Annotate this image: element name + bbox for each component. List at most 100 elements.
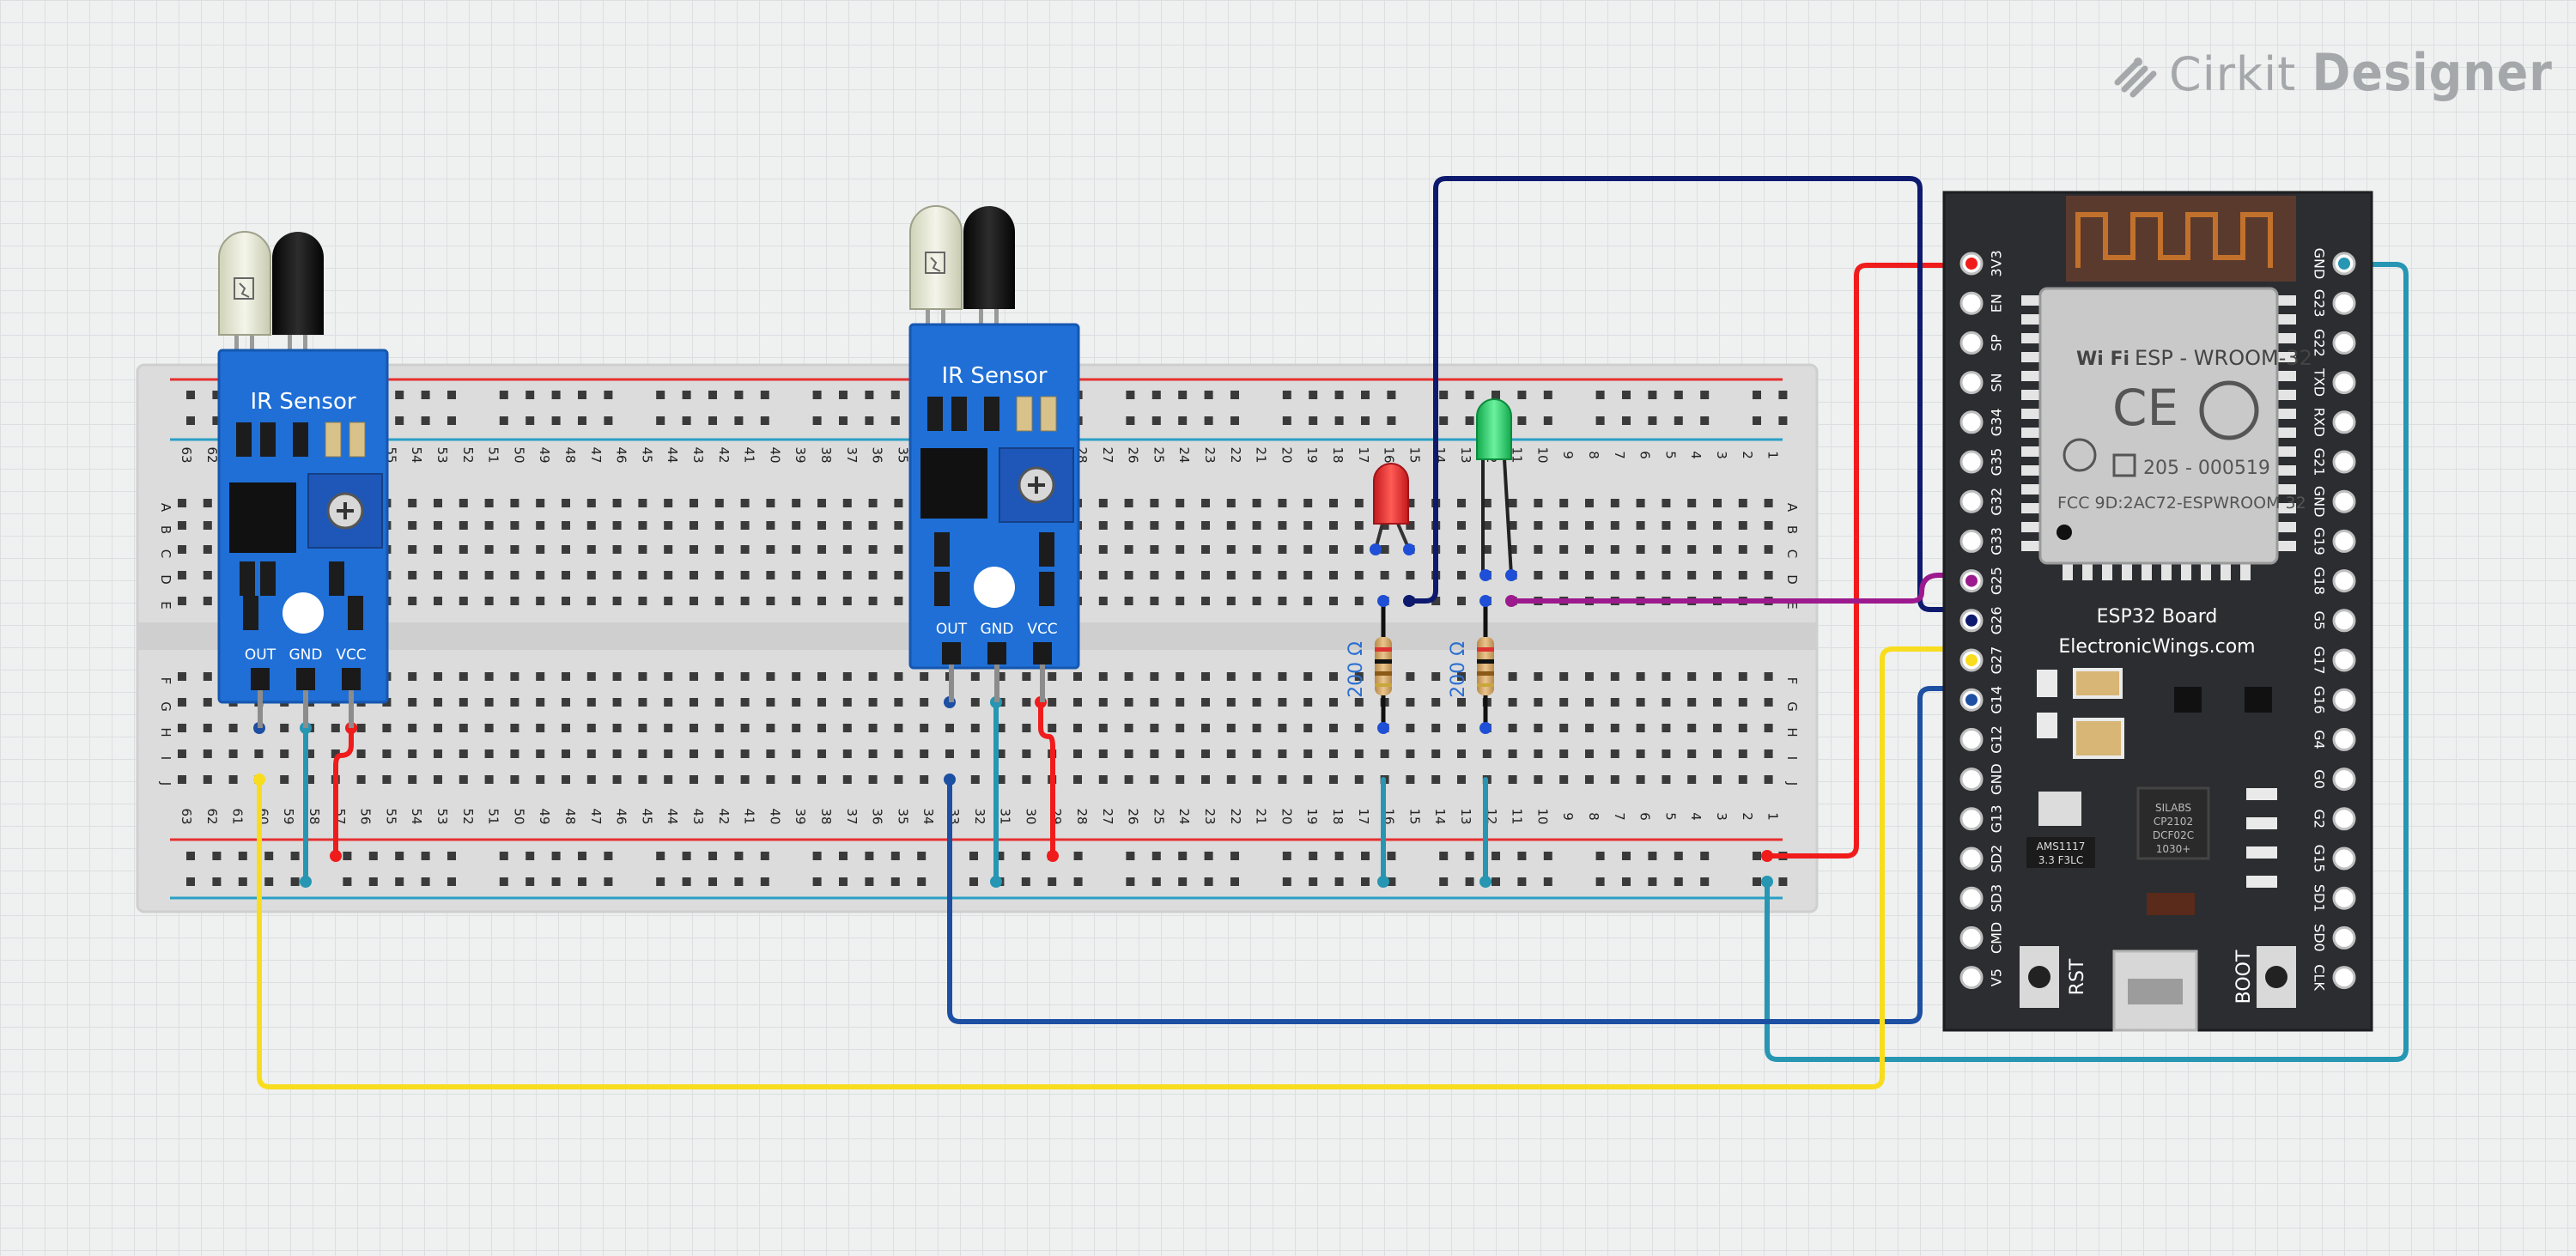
rail-hole[interactable] [1465, 852, 1474, 860]
rail-hole[interactable] [421, 416, 430, 425]
rail-hole[interactable] [734, 416, 744, 425]
breadboard-hole[interactable] [1201, 775, 1210, 784]
breadboard-hole[interactable] [792, 597, 801, 605]
breadboard-hole[interactable] [1482, 521, 1492, 530]
breadboard-hole[interactable] [690, 724, 698, 732]
breadboard-hole[interactable] [536, 724, 545, 732]
rail-hole[interactable] [551, 391, 561, 399]
breadboard-hole[interactable] [1764, 775, 1773, 784]
breadboard-hole[interactable] [868, 749, 878, 758]
breadboard-hole[interactable] [459, 545, 468, 554]
breadboard-hole[interactable] [1354, 521, 1364, 530]
esp32-pin-g19[interactable] [2332, 529, 2356, 553]
breadboard-hole[interactable] [868, 724, 878, 732]
breadboard-hole[interactable] [1764, 724, 1773, 732]
breadboard-hole[interactable] [1431, 775, 1441, 784]
breadboard-hole[interactable] [842, 749, 852, 758]
breadboard-hole[interactable] [1738, 499, 1747, 507]
rail-hole[interactable] [1361, 391, 1370, 399]
rail-hole[interactable] [682, 416, 691, 425]
rail-hole[interactable] [708, 877, 717, 886]
rail-hole[interactable] [1048, 877, 1057, 886]
breadboard-hole[interactable] [1534, 698, 1543, 707]
breadboard-hole[interactable] [690, 749, 698, 758]
breadboard-hole[interactable] [203, 672, 212, 681]
breadboard-hole[interactable] [612, 597, 622, 605]
breadboard-hole[interactable] [459, 775, 468, 784]
rail-hole[interactable] [1674, 852, 1683, 860]
esp32-pin-g17[interactable] [2332, 648, 2356, 672]
breadboard-hole[interactable] [203, 749, 212, 758]
rail-hole[interactable] [812, 877, 822, 886]
breadboard-hole[interactable] [1098, 775, 1108, 784]
breadboard-hole[interactable] [434, 521, 442, 530]
breadboard-hole[interactable] [1354, 749, 1364, 758]
rail-hole[interactable] [1492, 852, 1500, 860]
rail-hole[interactable] [1778, 391, 1788, 399]
breadboard-hole[interactable] [868, 672, 878, 681]
esp32-pin-g23[interactable] [2332, 291, 2356, 315]
breadboard-hole[interactable] [1534, 571, 1543, 579]
breadboard-hole[interactable] [1150, 499, 1159, 507]
breadboard-hole[interactable] [638, 597, 647, 605]
rail-hole[interactable] [1622, 391, 1631, 399]
esp32-pin-g32[interactable] [1959, 489, 1984, 513]
breadboard-hole[interactable] [1354, 698, 1364, 707]
rail-hole[interactable] [1230, 852, 1239, 860]
breadboard-hole[interactable] [894, 597, 903, 605]
breadboard-hole[interactable] [1303, 749, 1313, 758]
breadboard-hole[interactable] [690, 597, 698, 605]
rail-hole[interactable] [578, 391, 586, 399]
rail-hole[interactable] [734, 877, 744, 886]
breadboard-hole[interactable] [664, 545, 673, 554]
breadboard-hole[interactable] [1176, 499, 1185, 507]
breadboard-hole[interactable] [356, 775, 366, 784]
esp32-pin-g22[interactable] [2332, 331, 2356, 355]
breadboard-hole[interactable] [1585, 698, 1594, 707]
breadboard-hole[interactable] [1636, 775, 1645, 784]
breadboard-hole[interactable] [1201, 521, 1210, 530]
breadboard-hole[interactable] [792, 571, 801, 579]
esp32-pin-v5[interactable] [1959, 966, 1984, 990]
breadboard-hole[interactable] [842, 597, 852, 605]
breadboard-hole[interactable] [792, 545, 801, 554]
rail-hole[interactable] [839, 877, 848, 886]
header-pin[interactable] [251, 668, 270, 690]
breadboard-hole[interactable] [1559, 698, 1569, 707]
breadboard-hole[interactable] [740, 521, 750, 530]
breadboard-hole[interactable] [868, 775, 878, 784]
breadboard-hole[interactable] [1662, 749, 1671, 758]
breadboard-hole[interactable] [612, 749, 622, 758]
rail-hole[interactable] [682, 391, 691, 399]
breadboard-hole[interactable] [1329, 545, 1338, 554]
breadboard-hole[interactable] [638, 521, 647, 530]
rail-hole[interactable] [1151, 416, 1161, 425]
breadboard-hole[interactable] [1278, 672, 1287, 681]
rail-hole[interactable] [917, 852, 927, 860]
breadboard-hole[interactable] [1559, 775, 1569, 784]
breadboard-hole[interactable] [1329, 521, 1338, 530]
breadboard-hole[interactable] [1354, 499, 1364, 507]
breadboard-hole[interactable] [562, 698, 570, 707]
breadboard-hole[interactable] [1098, 698, 1108, 707]
breadboard-hole[interactable] [178, 597, 186, 605]
esp32-pin-g18[interactable] [2332, 569, 2356, 593]
breadboard-hole[interactable] [1662, 499, 1671, 507]
rail-hole[interactable] [1543, 416, 1552, 425]
breadboard-hole[interactable] [792, 521, 801, 530]
breadboard-hole[interactable] [178, 724, 186, 732]
rail-hole[interactable] [1204, 391, 1213, 399]
breadboard-hole[interactable] [1636, 724, 1645, 732]
rail-hole[interactable] [969, 852, 978, 860]
breadboard-hole[interactable] [740, 724, 750, 732]
breadboard-hole[interactable] [1150, 698, 1159, 707]
breadboard-hole[interactable] [434, 571, 442, 579]
breadboard-hole[interactable] [894, 775, 903, 784]
rail-hole[interactable] [1439, 391, 1449, 399]
breadboard-hole[interactable] [920, 698, 929, 707]
breadboard-hole[interactable] [970, 672, 980, 681]
breadboard-hole[interactable] [408, 724, 417, 732]
rail-hole[interactable] [1309, 416, 1318, 425]
breadboard-hole[interactable] [868, 499, 878, 507]
breadboard-hole[interactable] [1406, 499, 1415, 507]
